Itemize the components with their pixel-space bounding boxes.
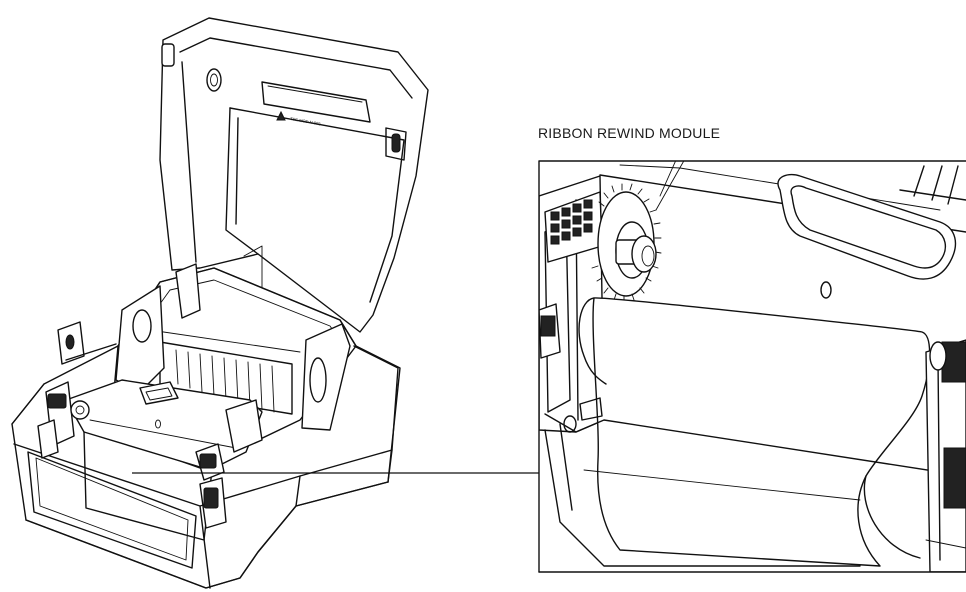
detail-frame — [538, 160, 966, 573]
rewind-gear — [591, 183, 662, 303]
ribbon-sheet — [592, 297, 931, 567]
left-gear-block — [544, 191, 603, 263]
callout-label-ribbon-rewind-module: RIBBON REWIND MODULE — [538, 125, 721, 141]
ribbon-rewind-module-detail — [538, 160, 966, 573]
printer-drawing: TSE-MOD-N-002 — [11, 17, 429, 589]
printer-top-cover: TSE-MOD-N-002 — [159, 17, 429, 333]
printer-base — [11, 263, 401, 589]
cover-part-number: TSE-MOD-N-002 — [290, 116, 322, 126]
